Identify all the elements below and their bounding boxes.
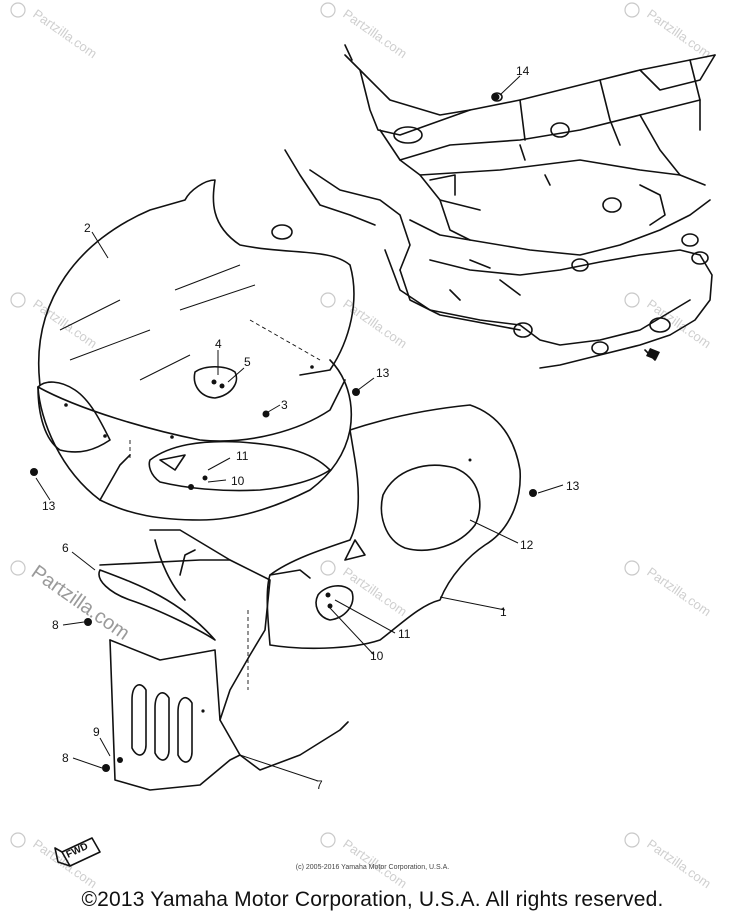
watermark-icon xyxy=(10,2,640,848)
callout-11: 11 xyxy=(398,627,411,641)
frame-assembly xyxy=(271,44,716,369)
callout-1: 1 xyxy=(500,605,507,619)
callout-10: 10 xyxy=(370,649,384,663)
callouts: 1 2 3 4 5 6 7 8 8 9 10 10 11 11 12 13 13… xyxy=(42,64,580,792)
watermark-large-text: Partzilla.com xyxy=(27,561,133,645)
lower-cowling xyxy=(98,440,349,791)
windshield xyxy=(38,179,355,386)
callout-10: 10 xyxy=(231,474,245,488)
callout-9: 9 xyxy=(93,725,100,739)
callout-5: 5 xyxy=(244,355,251,369)
callout-7: 7 xyxy=(316,778,323,792)
callout-11: 11 xyxy=(236,449,249,463)
watermark-text: Partzilla.com xyxy=(340,6,410,61)
watermark-text: Partzilla.com xyxy=(30,6,100,61)
watermark-text: Partzilla.com xyxy=(644,564,714,619)
callout-8: 8 xyxy=(52,618,59,632)
callout-13: 13 xyxy=(376,366,390,380)
leader-lines xyxy=(35,75,564,782)
fasteners xyxy=(30,93,537,772)
callout-4: 4 xyxy=(215,337,222,351)
callout-13: 13 xyxy=(566,479,580,493)
watermark-text: Partzilla.com xyxy=(340,564,410,619)
callout-6: 6 xyxy=(62,541,69,555)
side-cowling xyxy=(266,404,521,650)
callout-12: 12 xyxy=(520,538,534,552)
copyright-footer: ©2013 Yamaha Motor Corporation, U.S.A. A… xyxy=(81,888,664,911)
callout-2: 2 xyxy=(84,221,91,235)
callout-8: 8 xyxy=(62,751,69,765)
callout-3: 3 xyxy=(281,398,288,412)
watermark-text: Partzilla.com xyxy=(644,6,714,61)
callout-13: 13 xyxy=(42,499,56,513)
upper-cowling xyxy=(37,359,353,521)
watermark-group: Partzilla.com Partzilla.com Partzilla.co… xyxy=(10,2,714,891)
watermark-text: Partzilla.com xyxy=(644,296,714,351)
callout-14: 14 xyxy=(516,64,530,78)
small-copyright: (c) 2005-2016 Yamaha Motor Corporation, … xyxy=(295,864,450,871)
